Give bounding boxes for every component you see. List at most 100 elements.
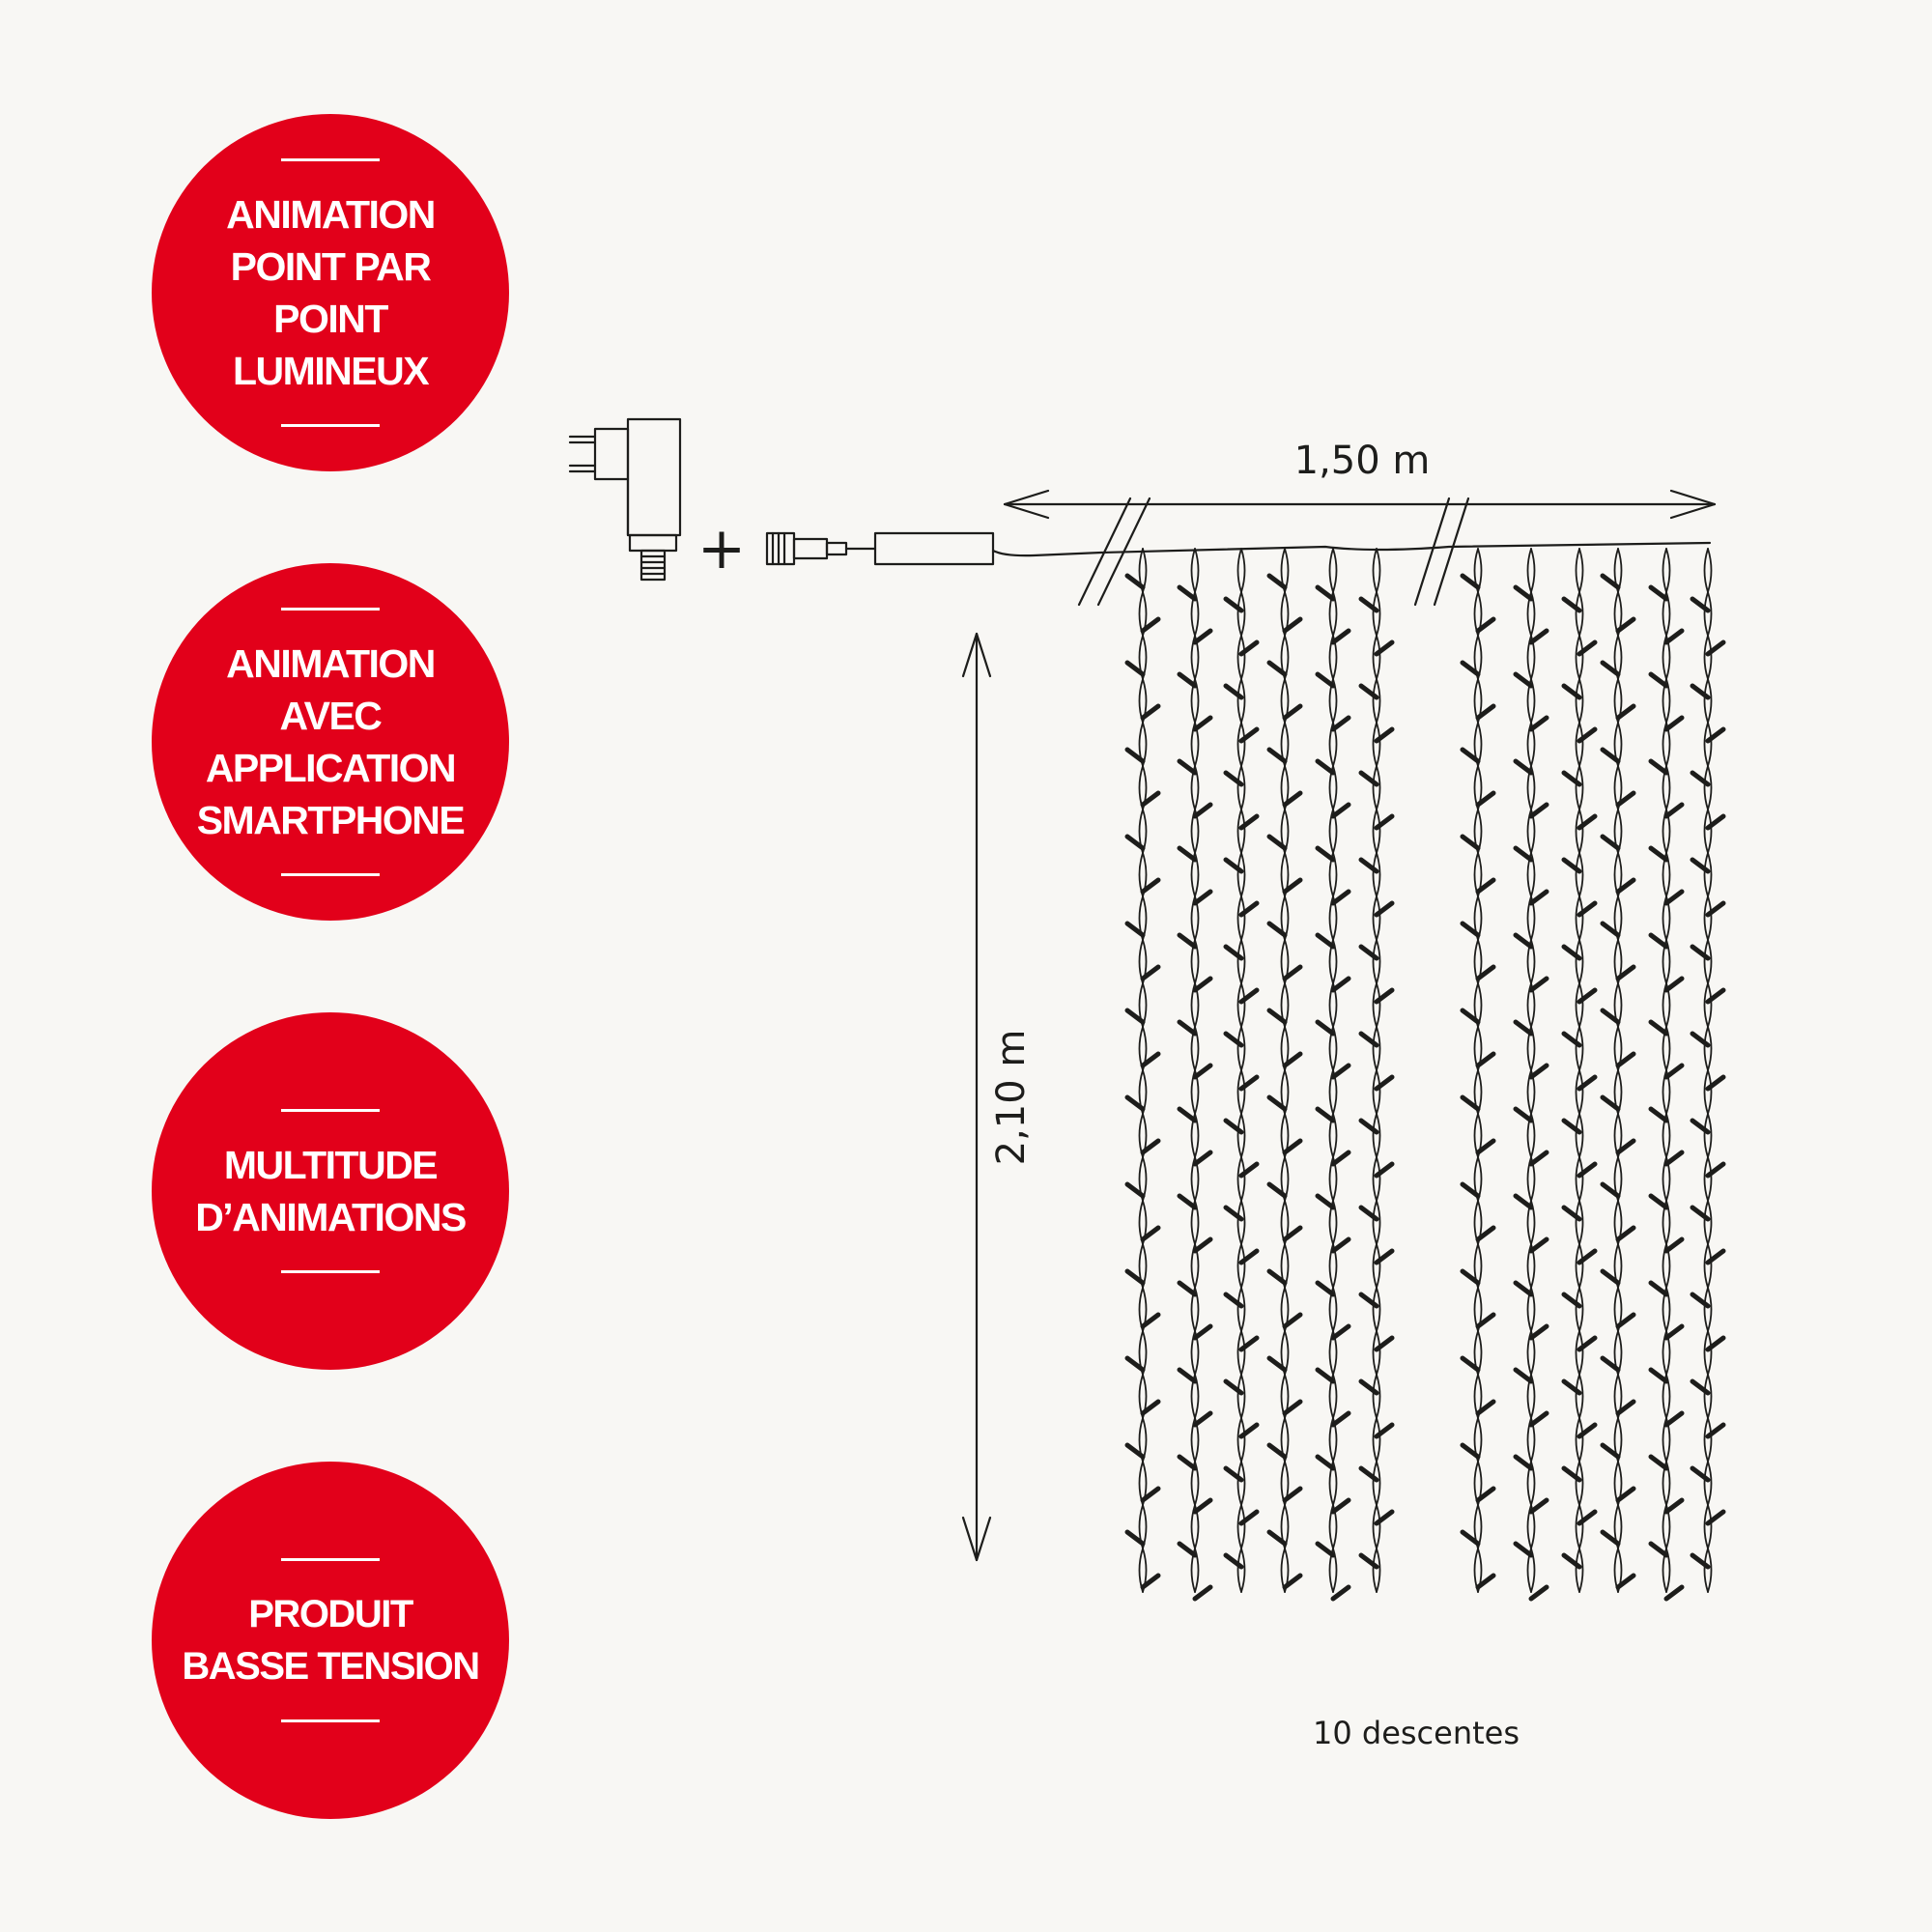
led-bulb xyxy=(1177,584,1198,602)
led-bulb xyxy=(1513,932,1534,950)
led-bulb xyxy=(1648,932,1669,950)
led-bulb xyxy=(1374,987,1395,1005)
led-bulb xyxy=(1238,1335,1260,1352)
led-bulb xyxy=(1475,1138,1496,1155)
led-bulb xyxy=(1528,976,1549,993)
badge-bottom-rule xyxy=(281,873,380,876)
led-bulb xyxy=(1238,726,1260,744)
led-bulb xyxy=(1648,845,1669,863)
led-bulb xyxy=(1140,790,1161,808)
led-bulb xyxy=(1577,1509,1598,1526)
led-bulb xyxy=(1475,1399,1496,1416)
led-bulb xyxy=(1663,1236,1685,1254)
badge-bottom-rule xyxy=(281,424,380,427)
led-bulb xyxy=(1663,1410,1685,1428)
led-bulb xyxy=(1663,802,1685,819)
break-marks xyxy=(1077,497,1470,607)
led-bulb xyxy=(1223,1031,1244,1048)
led-bulb xyxy=(1177,1454,1198,1471)
led-bulb xyxy=(1140,1399,1161,1416)
led-bulb xyxy=(1561,683,1582,700)
led-bulb xyxy=(1177,932,1198,950)
led-bulb xyxy=(1177,1019,1198,1037)
led-bulb xyxy=(1315,1280,1336,1297)
light-strand xyxy=(1223,548,1260,1593)
led-bulb xyxy=(1266,747,1288,764)
led-bulb xyxy=(1577,1422,1598,1439)
led-bulb xyxy=(1528,715,1549,732)
led-bulb xyxy=(1358,1378,1379,1396)
led-bulb xyxy=(1615,1051,1636,1068)
led-bulb xyxy=(1513,1280,1534,1297)
led-bulb xyxy=(1600,1442,1621,1460)
led-bulb xyxy=(1475,1225,1496,1242)
light-strand xyxy=(1561,548,1598,1593)
led-bulb xyxy=(1330,628,1351,645)
led-bulb xyxy=(1238,987,1260,1005)
led-bulb xyxy=(1460,1268,1481,1286)
led-bulb xyxy=(1223,596,1244,613)
led-bulb xyxy=(1374,1161,1395,1179)
led-bulb xyxy=(1282,1573,1303,1590)
feature-badge-point-animation: ANIMATION POINT PAR POINT LUMINEUX xyxy=(152,114,509,471)
led-bulb xyxy=(1330,1584,1351,1602)
led-bulb xyxy=(1124,573,1146,590)
led-bulb xyxy=(1315,1019,1336,1037)
power-plug-adapter-icon xyxy=(568,417,682,582)
led-bulb xyxy=(1140,1486,1161,1503)
led-bulb xyxy=(1266,573,1288,590)
led-bulb xyxy=(1192,1063,1213,1080)
led-bulb xyxy=(1615,877,1636,895)
led-bulb xyxy=(1615,1225,1636,1242)
led-bulb xyxy=(1528,1410,1549,1428)
led-bulb xyxy=(1705,726,1726,744)
led-bulb xyxy=(1528,1497,1549,1515)
led-bulb xyxy=(1648,1106,1669,1123)
led-bulb xyxy=(1460,1094,1481,1112)
led-bulb xyxy=(1266,1181,1288,1199)
led-bulb xyxy=(1124,1008,1146,1025)
led-bulb xyxy=(1460,747,1481,764)
led-bulb xyxy=(1192,1236,1213,1254)
led-bulb xyxy=(1460,1181,1481,1199)
led-bulb xyxy=(1600,921,1621,938)
width-label: 1,50 m xyxy=(1294,439,1431,483)
led-bulb xyxy=(1282,790,1303,808)
plus-sign: + xyxy=(697,515,746,582)
led-bulb xyxy=(1223,1552,1244,1570)
led-bulb xyxy=(1238,639,1260,657)
led-bulb xyxy=(1192,715,1213,732)
led-bulb xyxy=(1615,964,1636,981)
led-bulb xyxy=(1140,1573,1161,1590)
led-bulb xyxy=(1705,639,1726,657)
led-bulb xyxy=(1615,703,1636,721)
led-bulb xyxy=(1140,703,1161,721)
led-bulb xyxy=(1140,1312,1161,1329)
led-bulb xyxy=(1124,747,1146,764)
led-bulb xyxy=(1513,845,1534,863)
led-bulb xyxy=(1140,1225,1161,1242)
led-bulb xyxy=(1600,834,1621,851)
led-bulb xyxy=(1330,1323,1351,1341)
led-bulb xyxy=(1705,813,1726,831)
led-bulb xyxy=(1282,964,1303,981)
led-bulb xyxy=(1690,857,1711,874)
led-bulb xyxy=(1615,1486,1636,1503)
led-bulb xyxy=(1705,1335,1726,1352)
led-bulb xyxy=(1475,1573,1496,1590)
light-strand xyxy=(1315,548,1351,1602)
led-bulb xyxy=(1315,845,1336,863)
badge-text: MULTITUDE D’ANIMATIONS xyxy=(195,1143,467,1239)
led-bulb xyxy=(1577,900,1598,918)
led-bulb xyxy=(1705,900,1726,918)
led-bulb xyxy=(1690,770,1711,787)
led-bulb xyxy=(1358,683,1379,700)
led-bulb xyxy=(1577,813,1598,831)
led-bulb xyxy=(1561,596,1582,613)
led-bulb xyxy=(1238,900,1260,918)
badge-top-rule xyxy=(281,1558,380,1561)
led-bulb xyxy=(1475,1051,1496,1068)
light-strand xyxy=(1124,548,1161,1593)
led-bulb xyxy=(1663,628,1685,645)
